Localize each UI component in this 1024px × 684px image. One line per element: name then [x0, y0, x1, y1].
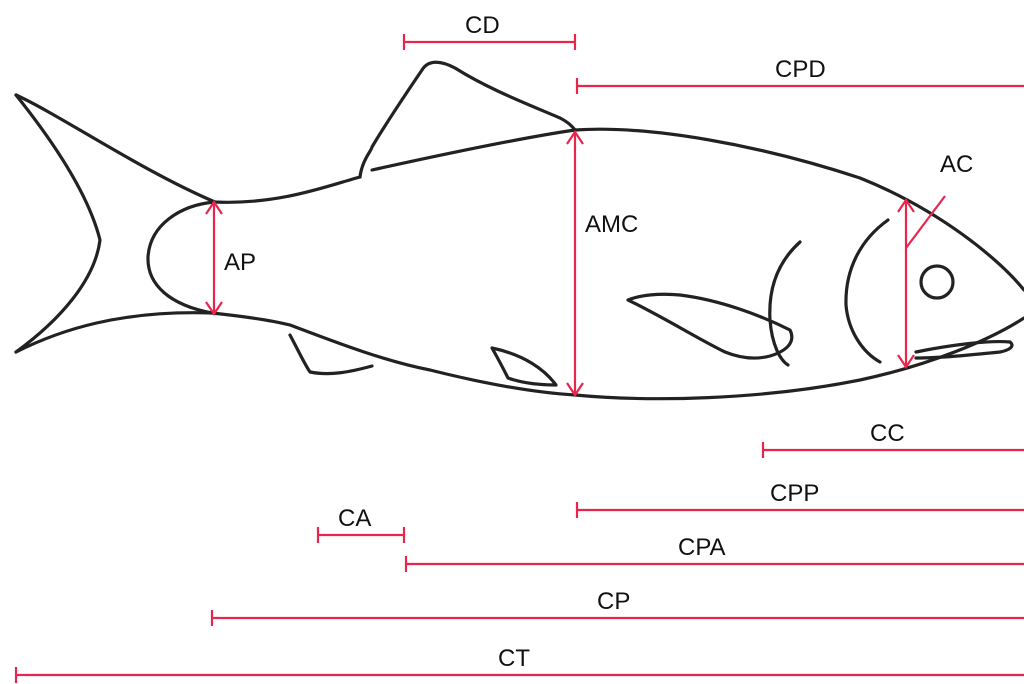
measure-ap — [206, 202, 222, 314]
label-cpd: CPD — [775, 56, 826, 83]
pectoral-fin-base — [770, 242, 800, 365]
label-ca: CA — [338, 505, 371, 532]
measure-amc — [567, 132, 583, 395]
label-cp: CP — [597, 588, 630, 615]
tail-fork-inner — [148, 202, 215, 313]
label-cpp: CPP — [770, 480, 819, 507]
label-ap: AP — [224, 249, 256, 276]
gill-cover — [846, 220, 888, 362]
tail-fin-upper-edge — [16, 95, 360, 202]
label-cd: CD — [465, 12, 500, 39]
pelvic-fin — [492, 348, 556, 385]
label-cpa: CPA — [678, 534, 726, 561]
label-amc: AMC — [585, 211, 638, 238]
dorsal-profile — [372, 129, 1024, 290]
fish-outline — [16, 62, 1024, 398]
eye — [921, 266, 953, 298]
dorsal-fin — [360, 62, 575, 177]
label-ac: AC — [940, 151, 973, 178]
pectoral-fin — [628, 294, 792, 358]
ventral-profile — [290, 318, 1024, 399]
label-ct: CT — [498, 645, 530, 672]
label-cc: CC — [870, 420, 905, 447]
